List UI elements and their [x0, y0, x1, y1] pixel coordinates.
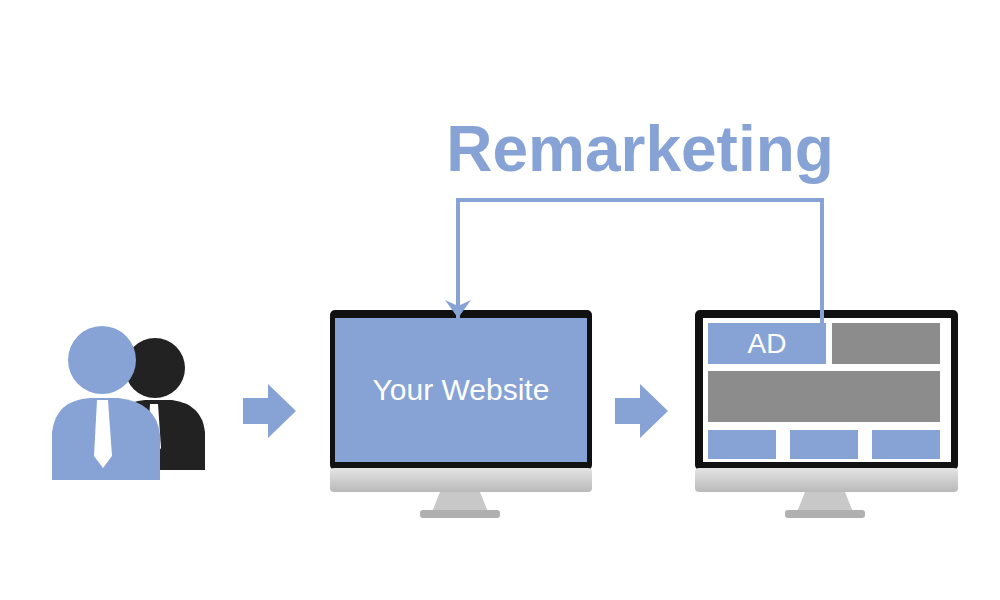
monitor [330, 310, 592, 518]
ad-box: AD [708, 323, 826, 364]
website-screen: Your Website [335, 318, 587, 462]
remarketing-connector [458, 200, 822, 323]
arrow-head [445, 300, 471, 318]
block-arrow [615, 384, 668, 438]
block-arrow [243, 384, 296, 438]
people-icon [52, 326, 205, 480]
node-text: Your Website [373, 373, 550, 407]
monitor [695, 310, 958, 518]
node-text: AD [748, 328, 787, 360]
edge-label: Remarketing [440, 112, 840, 186]
